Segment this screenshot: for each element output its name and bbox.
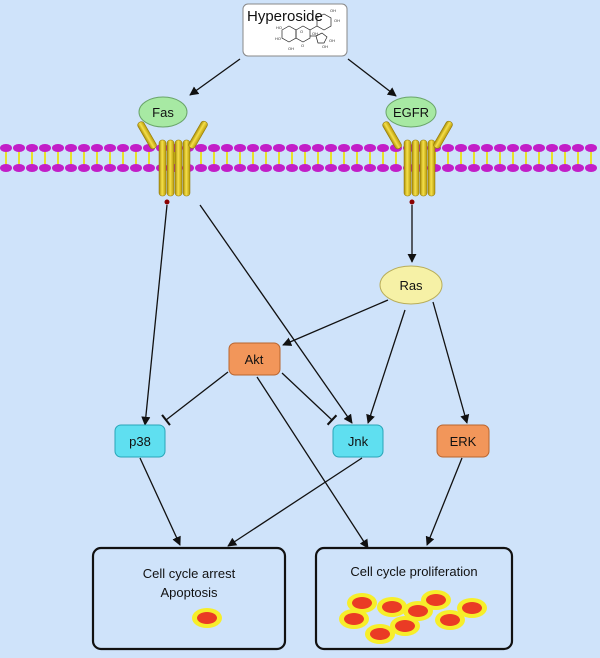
erk-node: ERK [436,424,490,458]
inhibit-akt-p38 [161,371,229,426]
atom-label: O [301,43,304,48]
egfr-node: EGFR [385,96,437,128]
cell-icon [377,597,407,617]
erk-label: ERK [450,434,477,449]
fas-node: Fas [138,96,188,128]
molecule-atom-labels: HO OH OH OH OH OH O O HO OH [275,8,340,51]
cell-cycle-proliferation-box: Cell cycle proliferation [314,546,514,651]
compound-name: Hyperoside [247,8,323,25]
ras-node: Ras [379,265,443,305]
atom-label: OH [312,31,318,36]
proliferating-cells [339,590,487,644]
egfr-receptor-icon [382,120,453,205]
cell-icon [192,608,222,628]
jnk-node: Jnk [332,424,384,458]
apoptosis-label: Apoptosis [160,585,218,600]
cell-icon [390,616,420,636]
arrow-erk-to-proliferation [425,457,463,546]
arrow-fas-to-jnk [199,204,353,424]
ras-label: Ras [399,278,423,293]
akt-node: Akt [228,342,281,376]
proliferation-title: Cell cycle proliferation [350,564,477,579]
atom-label: OH [288,46,294,51]
cell-icon [435,610,465,630]
cell-membrane [0,144,597,172]
cell-icon [457,598,487,618]
arrow-akt-to-proliferation [256,376,369,549]
cell-icon [365,624,395,644]
molecule-structure-icon [281,13,332,44]
atom-label: OH [334,18,340,23]
atom-label: O [300,29,303,34]
akt-label: Akt [245,352,264,367]
egfr-label: EGFR [393,105,429,120]
atom-label: OH [330,8,336,13]
arrow-ras-to-akt [282,299,389,346]
cell-icon [347,593,377,613]
connectors [139,58,470,549]
receptors-layer [137,120,453,205]
cell-icon [403,601,433,621]
fas-receptor-icon [137,120,208,205]
inhibit-akt-jnk [281,372,338,426]
atom-label: HO [276,25,282,30]
hyperoside-box: Hyperoside HO OH OH OH OH OH O O HO OH [242,3,348,57]
jnk-label: Jnk [348,434,369,449]
p38-node: p38 [114,424,166,458]
arrest-title: Cell cycle arrest [143,566,236,581]
arrow-hyperoside-to-egfr [347,58,397,97]
p38-label: p38 [129,434,151,449]
cell-cycle-arrest-box: Cell cycle arrest Apoptosis [91,546,287,651]
arrow-jnk-to-arrest [227,457,363,547]
arrow-p38-to-arrest [139,457,181,546]
atom-label: OH [322,44,328,49]
arrow-hyperoside-to-fas [189,58,241,96]
cell-icon [339,609,369,629]
atom-label: OH [329,38,335,43]
arrow-ras-to-jnk [366,309,406,424]
fas-label: Fas [152,105,174,120]
atom-label: HO [275,36,281,41]
arrow-ras-to-erk [432,301,470,424]
arrow-fas-to-p38 [141,204,168,426]
